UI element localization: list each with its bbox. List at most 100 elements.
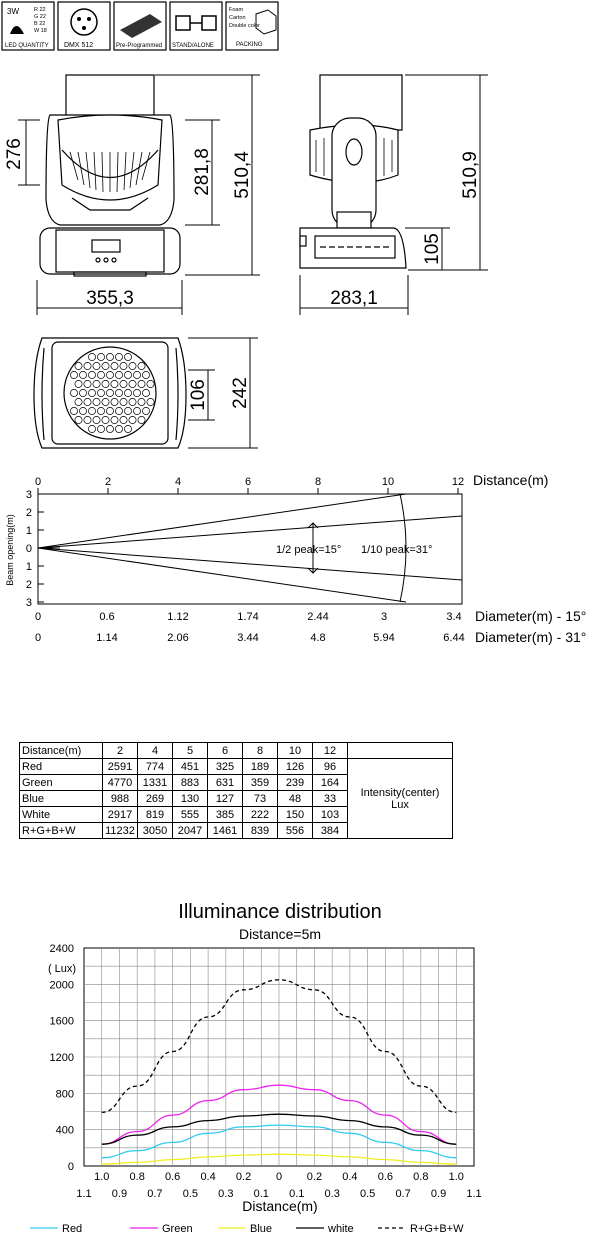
led-dot: [106, 407, 114, 415]
chart-xlabel: Distance(m): [242, 1198, 317, 1214]
beam-distance-tick: 2: [105, 476, 111, 488]
led-dot: [83, 416, 92, 424]
beam-distance-tick: 0: [35, 476, 41, 488]
led-dot: [97, 353, 105, 361]
beam-distance-tick: 6: [245, 476, 251, 488]
led-dot: [115, 353, 123, 361]
led-dot: [124, 353, 132, 361]
chart-x-bottom-tick: 0.3: [325, 1188, 340, 1200]
chart-x-top-tick: 0: [276, 1171, 282, 1183]
led-dot: [115, 407, 123, 415]
badge-packing: Foam Carton Double color PACKING: [225, 1, 279, 51]
beam-y-tick: 2: [26, 507, 32, 519]
chart-x-top-tick: 0.6: [165, 1171, 180, 1183]
led-dot: [137, 362, 146, 370]
led-dot: [137, 416, 146, 424]
chart-x-bottom-tick: 0.5: [183, 1188, 198, 1200]
dim-side-width: 283,1: [330, 288, 378, 309]
led-dot: [142, 389, 150, 397]
series-line-1: [101, 1084, 457, 1145]
led-dot: [70, 389, 78, 397]
chart-x-top-tick: 1.0: [94, 1171, 109, 1183]
beam-y-tick: 2: [26, 579, 32, 591]
led-dot: [101, 362, 110, 370]
beam-distance-tick: 12: [452, 476, 464, 488]
series-line-3: [101, 1113, 457, 1145]
led-dot: [124, 389, 132, 397]
led-dot: [92, 362, 101, 370]
svg-text:Double color: Double color: [229, 23, 260, 29]
legend-label: white: [327, 1223, 354, 1235]
chart-subtitle: Distance=5m: [239, 926, 321, 942]
svg-text:W 18: W 18: [34, 28, 47, 34]
led-dot: [146, 398, 155, 406]
chart-x-top-tick: 0.2: [307, 1171, 322, 1183]
chart-y-tick: 1200: [50, 1052, 74, 1064]
diameter-15-tick: 1.74: [237, 611, 258, 623]
diameter-31-tick: 5.94: [373, 632, 394, 644]
led-icon: [10, 26, 24, 34]
drawing-canvas: 3W R 22 G 22 B 22 W 18 LED QUANTITY DMX …: [1, 1, 586, 645]
diameter-31-tick: 3.44: [237, 632, 258, 644]
diameter-15-tick: 1.12: [167, 611, 188, 623]
chart-grid: [83, 947, 475, 1167]
led-dot: [74, 362, 83, 370]
svg-text:R 22: R 22: [34, 7, 46, 13]
led-dot: [124, 407, 132, 415]
legend-label: Blue: [250, 1223, 272, 1235]
led-dot: [88, 371, 96, 379]
led-dot: [88, 425, 96, 433]
led-dot: [97, 407, 105, 415]
led-dot: [110, 362, 119, 370]
series-line-2: [101, 1153, 457, 1165]
legend-label: Red: [62, 1223, 82, 1235]
legend-label: Green: [162, 1223, 193, 1235]
chart-x-bottom-tick: 0.7: [147, 1188, 162, 1200]
svg-text:G 22: G 22: [34, 14, 46, 20]
svg-text:DMX 512: DMX 512: [64, 42, 93, 49]
dim-front-width: 355,3: [86, 288, 134, 309]
svg-text:STAND/ALONE: STAND/ALONE: [172, 43, 214, 49]
beam-label-31: 1/10 peak=31°: [361, 544, 432, 556]
badge-led-top: 3W: [7, 7, 19, 16]
diameter-31-tick: 2.06: [167, 632, 188, 644]
beam-y-tick: 0: [26, 543, 32, 555]
chart-y-tick: 800: [56, 1088, 74, 1100]
led-dot: [74, 398, 83, 406]
chart-x-top-tick: 0.4: [200, 1171, 215, 1183]
badge-pre-programmed: Pre-Programmed: [113, 1, 167, 51]
chart-legend: Red Green Blue white R+G+B+W: [30, 1223, 464, 1235]
beam-ylabel: Beam opening(m): [5, 514, 15, 586]
diameter-31-tick: 0: [35, 632, 41, 644]
dim-front-mid: 281,8: [192, 148, 213, 196]
chart-frame: [83, 947, 475, 1167]
badge-led-quantity: 3W R 22 G 22 B 22 W 18 LED QUANTITY: [1, 1, 55, 51]
front-view: [39, 74, 181, 277]
bottom-dimension-lines: [188, 337, 258, 449]
chart-x-bottom-tick: 0.1: [254, 1188, 269, 1200]
front-dimension-lines: [18, 74, 260, 315]
led-dot: [101, 380, 110, 388]
led-dot: [133, 371, 141, 379]
led-dot: [97, 371, 105, 379]
beam-distance-label: Distance(m): [473, 472, 548, 488]
diameter-15-tick: 0: [35, 611, 41, 623]
beam-distance-tick: 8: [315, 476, 321, 488]
legend-label: R+G+B+W: [410, 1223, 464, 1235]
led-dot: [97, 425, 105, 433]
chart-ylabel: ( Lux): [48, 963, 76, 975]
svg-text:Pre-Programmed: Pre-Programmed: [116, 43, 162, 49]
led-dot: [115, 425, 123, 433]
beam-label-15: 1/2 peak=15°: [276, 544, 341, 556]
chart-x-bottom-tick: 0.1: [289, 1188, 304, 1200]
svg-text:Foam: Foam: [229, 7, 243, 13]
dim-front-total: 510,4: [232, 151, 253, 199]
display-panel: [91, 239, 121, 253]
diameter-31-tick: 6.44: [443, 632, 464, 644]
